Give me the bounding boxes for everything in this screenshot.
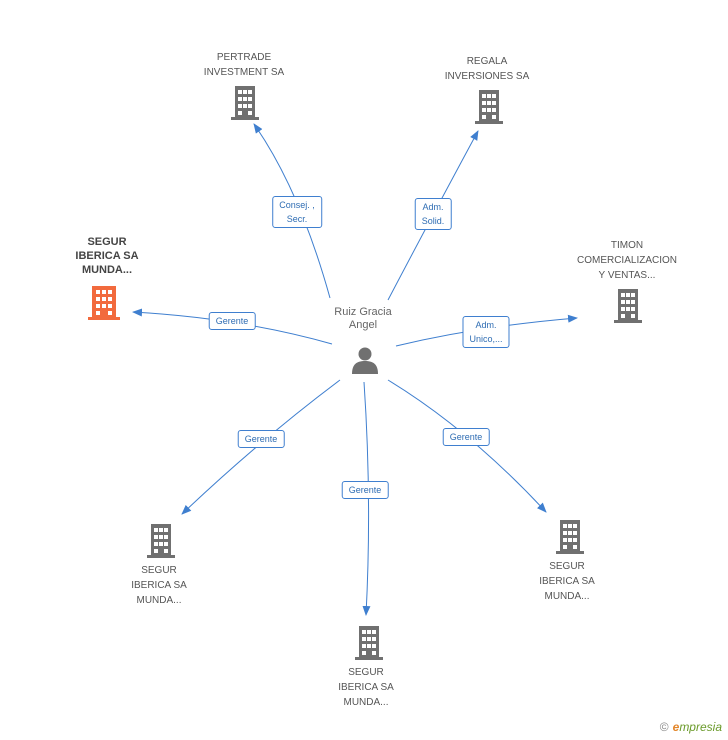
- role-label-pertrade: Consej. , Secr.: [272, 196, 322, 228]
- building-icon[interactable]: [147, 524, 175, 558]
- company-label-segur-left[interactable]: SEGUR IBERICA SA MUNDA...: [131, 565, 187, 606]
- brand-initial: e: [672, 720, 680, 734]
- company-label-segur-main[interactable]: SEGUR IBERICA SA MUNDA...: [75, 236, 139, 276]
- company-label-regala[interactable]: REGALA INVERSIONES SA: [444, 56, 530, 82]
- company-label-segur-right[interactable]: SEGUR IBERICA SA MUNDA...: [539, 561, 595, 602]
- center-person-label[interactable]: Ruiz Gracia Angel: [334, 306, 391, 332]
- building-icon[interactable]: [475, 90, 503, 124]
- role-label-regala: Adm. Solid.: [414, 198, 452, 230]
- building-icon[interactable]: [231, 86, 259, 120]
- center-name-line2: Angel: [348, 319, 378, 331]
- copyright-symbol: ©: [659, 720, 669, 734]
- role-label-timon: Adm. Unico,...: [462, 316, 510, 348]
- building-icon[interactable]: [614, 289, 642, 323]
- company-label-timon[interactable]: TIMON COMERCIALIZACION Y VENTAS...: [576, 240, 678, 281]
- center-name-line1: Ruiz Gracia: [334, 306, 392, 318]
- role-label-segur-main: Gerente: [208, 312, 256, 330]
- building-icon[interactable]: [355, 626, 383, 660]
- role-label-segur-left: Gerente: [237, 430, 285, 448]
- building-icon[interactable]: [556, 520, 584, 554]
- company-label-pertrade[interactable]: PERTRADE INVESTMENT SA: [203, 52, 285, 78]
- company-label-segur-bottom[interactable]: SEGUR IBERICA SA MUNDA...: [338, 667, 394, 708]
- edge-segur-right: [387, 379, 547, 513]
- role-label-segur-right: Gerente: [442, 428, 490, 446]
- building-icon-highlighted[interactable]: [88, 286, 120, 320]
- role-label-segur-bottom: Gerente: [341, 481, 389, 499]
- person-icon[interactable]: [351, 346, 379, 374]
- edge-segur-bottom: [362, 381, 371, 616]
- brand-footer[interactable]: ©empresia: [660, 720, 722, 734]
- brand-name: mpresia: [679, 720, 722, 734]
